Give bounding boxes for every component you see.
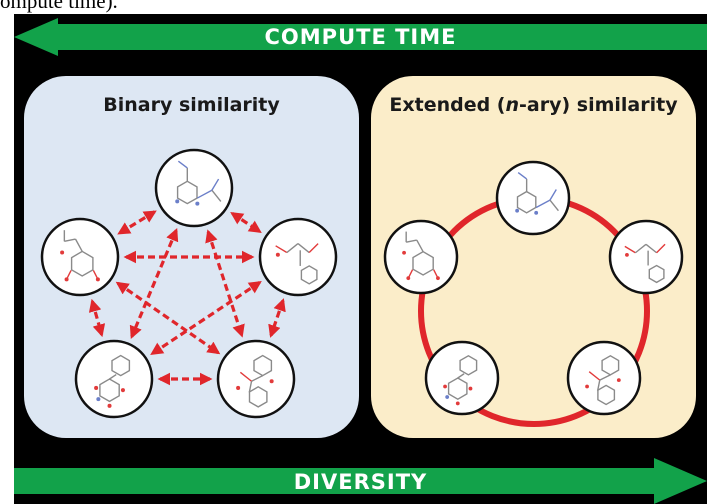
extended-molecule-1 xyxy=(495,160,571,236)
binary-similarity-title: Binary similarity xyxy=(103,94,280,116)
similarity-link-6 xyxy=(268,298,286,338)
title-italic: n xyxy=(505,94,520,116)
title-after: -ary) similarity xyxy=(519,94,678,116)
similarity-link-8 xyxy=(205,229,245,338)
similarity-link-1 xyxy=(117,210,157,235)
binary-molecule-5 xyxy=(216,339,296,419)
extended-similarity-panel: Extended (n-ary) similarity xyxy=(371,76,696,438)
extended-molecule-2 xyxy=(383,219,459,295)
binary-molecule-2 xyxy=(40,217,120,297)
similarity-link-5 xyxy=(88,298,106,338)
similarity-link-7 xyxy=(129,228,179,339)
extended-molecule-5 xyxy=(566,340,642,416)
binary-similarity-diagram xyxy=(40,148,338,419)
right-arrow-icon xyxy=(14,458,707,504)
binary-similarity-panel: Binary similarity xyxy=(24,76,359,438)
compute-time-label: COMPUTE TIME xyxy=(264,25,457,49)
title-before: Extended ( xyxy=(389,94,506,116)
similarity-link-2 xyxy=(230,211,262,234)
extended-molecule-4 xyxy=(424,340,500,416)
diversity-arrow: DIVERSITY xyxy=(14,458,707,504)
extended-similarity-title: Extended (n-ary) similarity xyxy=(371,94,696,116)
binary-molecule-4 xyxy=(74,339,154,419)
figure-frame: COMPUTE TIME Binary similarity Extended … xyxy=(14,14,707,504)
binary-molecule-3 xyxy=(258,217,338,297)
binary-molecule-1 xyxy=(154,148,234,228)
compute-time-arrow: COMPUTE TIME xyxy=(14,18,707,56)
diversity-label: DIVERSITY xyxy=(293,470,428,494)
left-arrow-icon xyxy=(14,18,707,56)
extended-molecule-3 xyxy=(608,219,684,295)
extended-similarity-diagram xyxy=(383,160,684,427)
caption-fragment: ompute time). xyxy=(0,0,118,13)
